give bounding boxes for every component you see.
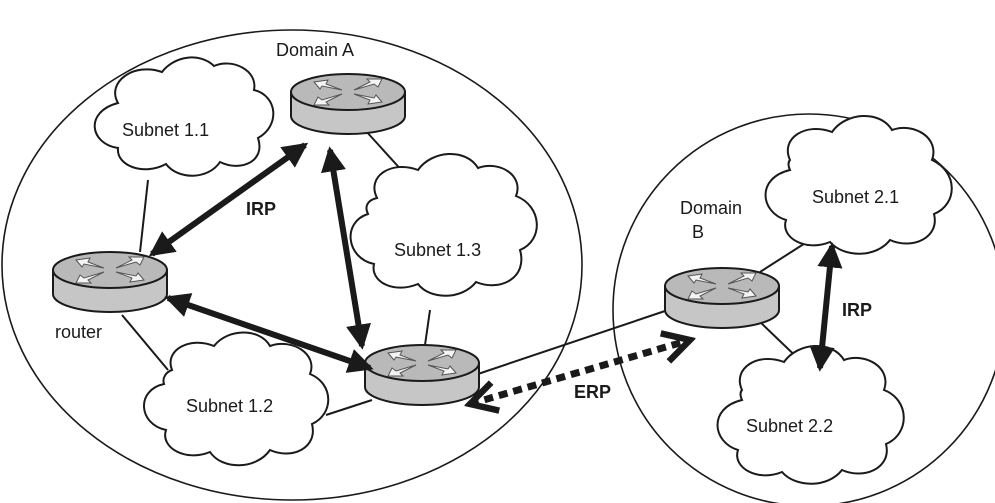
router-domain-b <box>664 267 780 329</box>
subnet-1-3-label: Subnet 1.3 <box>394 240 481 260</box>
router-left <box>52 251 168 313</box>
irp-arrows-domain-a <box>148 142 374 373</box>
domain-a-label: Domain A <box>276 40 354 60</box>
router-top <box>290 73 406 135</box>
subnet-2-1-label: Subnet 2.1 <box>812 187 899 207</box>
subnet-2-2-cloud <box>716 345 905 485</box>
subnet-2-2-label: Subnet 2.2 <box>746 416 833 436</box>
subnet-1-3-cloud <box>349 153 538 297</box>
irp-arrow-domain-b <box>809 242 843 372</box>
subnet-2-1-cloud <box>764 115 953 255</box>
irp-label-domain-a: IRP <box>246 199 276 219</box>
domain-a-boundary <box>1 29 583 501</box>
subnet-1-2-label: Subnet 1.2 <box>186 396 273 416</box>
domain-b-label-line1: Domain <box>680 198 742 218</box>
irp-label-domain-b: IRP <box>842 300 872 320</box>
router-label: router <box>55 322 102 342</box>
domain-b-label-line2: B <box>692 222 704 242</box>
router-bottom <box>364 344 480 406</box>
subnet-1-1-label: Subnet 1.1 <box>122 120 209 140</box>
erp-label: ERP <box>574 382 611 402</box>
erp-arrow <box>470 340 690 404</box>
domain-b-boundary <box>612 113 995 503</box>
